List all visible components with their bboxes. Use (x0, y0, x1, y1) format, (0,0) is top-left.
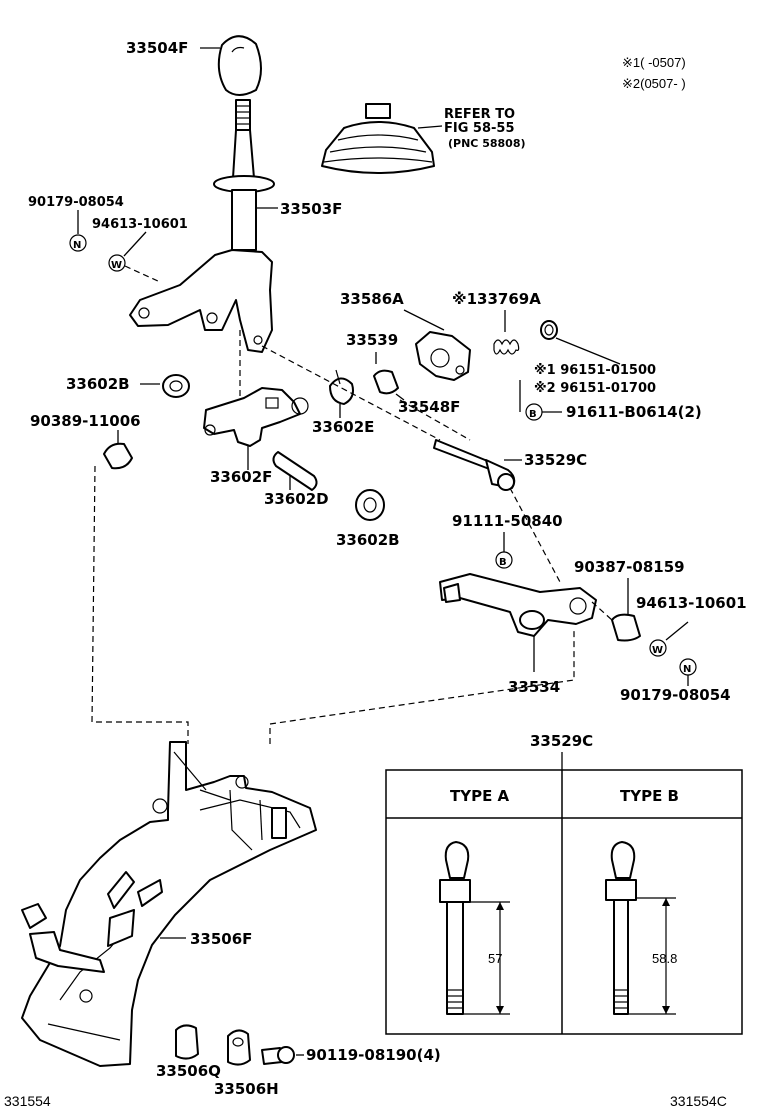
label-91111-50840: 91111-50840 (452, 512, 563, 530)
label-90119-08190: 90119-08190(4) (306, 1046, 441, 1064)
shift-boot (321, 103, 435, 174)
bushing-33602B-b (355, 489, 385, 521)
pin-33602D (272, 451, 318, 491)
label-33602F: 33602F (210, 468, 272, 486)
dim-b: 58.8 (652, 951, 677, 966)
label-33529C: 33529C (524, 451, 587, 469)
label-33534: 33534 (508, 678, 560, 696)
label-33506Q: 33506Q (156, 1062, 221, 1080)
spring-small (540, 320, 558, 340)
label-90389-11006: 90389-11006 (30, 412, 141, 430)
label-96151-01500: ※1 96151-01500 (534, 363, 656, 378)
n-marker-label: N (73, 240, 81, 251)
type-b-rod (605, 841, 676, 1015)
n-marker-icon (69, 234, 87, 252)
label-33504F: 33504F (126, 39, 188, 57)
type-table (385, 769, 743, 1035)
label-94613-10601-a: 94613-10601 (92, 217, 188, 232)
label-90387-08159: 90387-08159 (574, 558, 685, 576)
footer-left-code: 331554 (4, 1093, 51, 1109)
label-33602B-a: 33602B (66, 375, 130, 393)
label-96151-01700: ※2 96151-01700 (534, 381, 656, 396)
label-33602E: 33602E (312, 418, 374, 436)
label-33503F: 33503F (280, 200, 342, 218)
selector-lever (415, 331, 471, 381)
rod-33529C (433, 439, 516, 491)
n-marker-label-2: N (683, 664, 691, 675)
shift-knob (217, 35, 262, 96)
label-90179-08054-b: 90179-08054 (620, 686, 731, 704)
bolt-90119 (261, 1046, 295, 1065)
refer-line-2: FIG 58-55 (444, 121, 515, 136)
dim-a: 57 (488, 951, 502, 966)
b-marker-icon-2 (495, 551, 513, 569)
footer-right-code: 331554C (670, 1093, 727, 1109)
bushing-33506H (227, 1029, 251, 1066)
w-marker-label: W (111, 260, 122, 271)
spring (493, 339, 520, 355)
clip-33602E (329, 369, 354, 405)
refer-line-3: (PNC 58808) (448, 137, 526, 150)
label-91611-B0614: 91611-B0614(2) (566, 403, 702, 421)
b-marker-label-2: B (499, 557, 507, 568)
label-90179-08054-a: 90179-08054 (28, 195, 124, 210)
label-33586A: 33586A (340, 290, 404, 308)
type-a-header: TYPE A (450, 787, 510, 805)
w-marker-icon (108, 254, 126, 272)
type-b-header: TYPE B (620, 787, 679, 805)
bushing-33602B-a (162, 374, 190, 398)
label-33769A: ※133769A (452, 290, 541, 308)
bushing-33506Q (175, 1024, 199, 1060)
shift-lever (129, 99, 275, 353)
shift-bracket-base (21, 741, 317, 1067)
note-1: ※1( -0507) (622, 55, 686, 70)
note-2: ※2(0507- ) (622, 76, 686, 91)
refer-line-1: REFER TO (444, 107, 515, 122)
label-94613-10601-b: 94613-10601 (636, 594, 747, 612)
bushing-90389 (103, 442, 133, 470)
b-marker-label: B (529, 409, 537, 420)
bushing-33548F (373, 369, 399, 395)
label-33539: 33539 (346, 331, 398, 349)
shift-joint (203, 387, 309, 447)
label-33602B-b: 33602B (336, 531, 400, 549)
label-33506F: 33506F (190, 930, 252, 948)
control-lever-33534 (439, 573, 597, 637)
label-33602D: 33602D (264, 490, 329, 508)
label-33548F: 33548F (398, 398, 460, 416)
w-marker-icon-2 (649, 639, 667, 657)
label-33506H: 33506H (214, 1080, 279, 1098)
w-marker-label-2: W (652, 645, 663, 656)
table-title: 33529C (530, 732, 593, 750)
collar-90387 (611, 613, 641, 642)
type-a-rod (439, 841, 510, 1015)
